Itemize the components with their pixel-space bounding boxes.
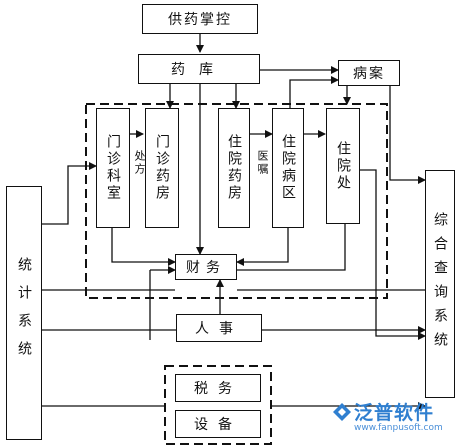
- outpatient-dept-label: 门诊科室: [105, 134, 121, 202]
- query-system-node: 综合查询系统: [425, 170, 455, 398]
- ward-label: 住院病区: [280, 134, 296, 202]
- supply-control-label: 供药掌控: [168, 12, 232, 28]
- records-node: 病案: [338, 60, 400, 86]
- pharmacy-store-node: 药库: [138, 54, 260, 84]
- inpatient-pharmacy-label: 住院药房: [226, 134, 242, 202]
- equipment-label: 设备: [194, 417, 242, 433]
- brand-logo-icon: [333, 403, 351, 421]
- ward-node: 住院病区: [272, 108, 304, 228]
- query-system-label: 综合查询系统: [432, 212, 448, 356]
- outpatient-pharmacy-node: 门诊药房: [145, 108, 179, 228]
- stats-system-label: 统计系统: [16, 257, 32, 369]
- finance-label: 财务: [186, 260, 226, 276]
- doctor-order-label: 医嘱: [254, 150, 270, 176]
- admission-node: 住院处: [326, 108, 360, 224]
- inpatient-pharmacy-node: 住院药房: [218, 108, 250, 228]
- hospital-core-boundary: [85, 103, 388, 299]
- outpatient-dept-node: 门诊科室: [96, 108, 130, 228]
- equipment-node: 设备: [175, 410, 261, 438]
- brand-name: 泛普软件: [354, 402, 435, 424]
- tax-label: 税务: [194, 381, 242, 397]
- supply-control-node: 供药掌控: [142, 4, 258, 34]
- outpatient-pharmacy-label: 门诊药房: [154, 134, 170, 202]
- stats-system-node: 统计系统: [6, 186, 42, 440]
- personnel-label: 人事: [195, 321, 243, 337]
- prescription-label: 处方: [131, 150, 147, 176]
- admission-label: 住院处: [335, 140, 351, 192]
- finance-node: 财务: [175, 254, 237, 280]
- records-label: 病案: [353, 66, 385, 82]
- pharmacy-store-label: 药库: [171, 62, 227, 78]
- tax-node: 税务: [175, 374, 261, 402]
- personnel-node: 人事: [176, 314, 262, 342]
- admin-boundary: [164, 365, 272, 445]
- watermark-logo: 泛普软件 www.fanpusoft.com: [330, 398, 458, 444]
- brand-url: www.fanpusoft.com: [354, 423, 443, 433]
